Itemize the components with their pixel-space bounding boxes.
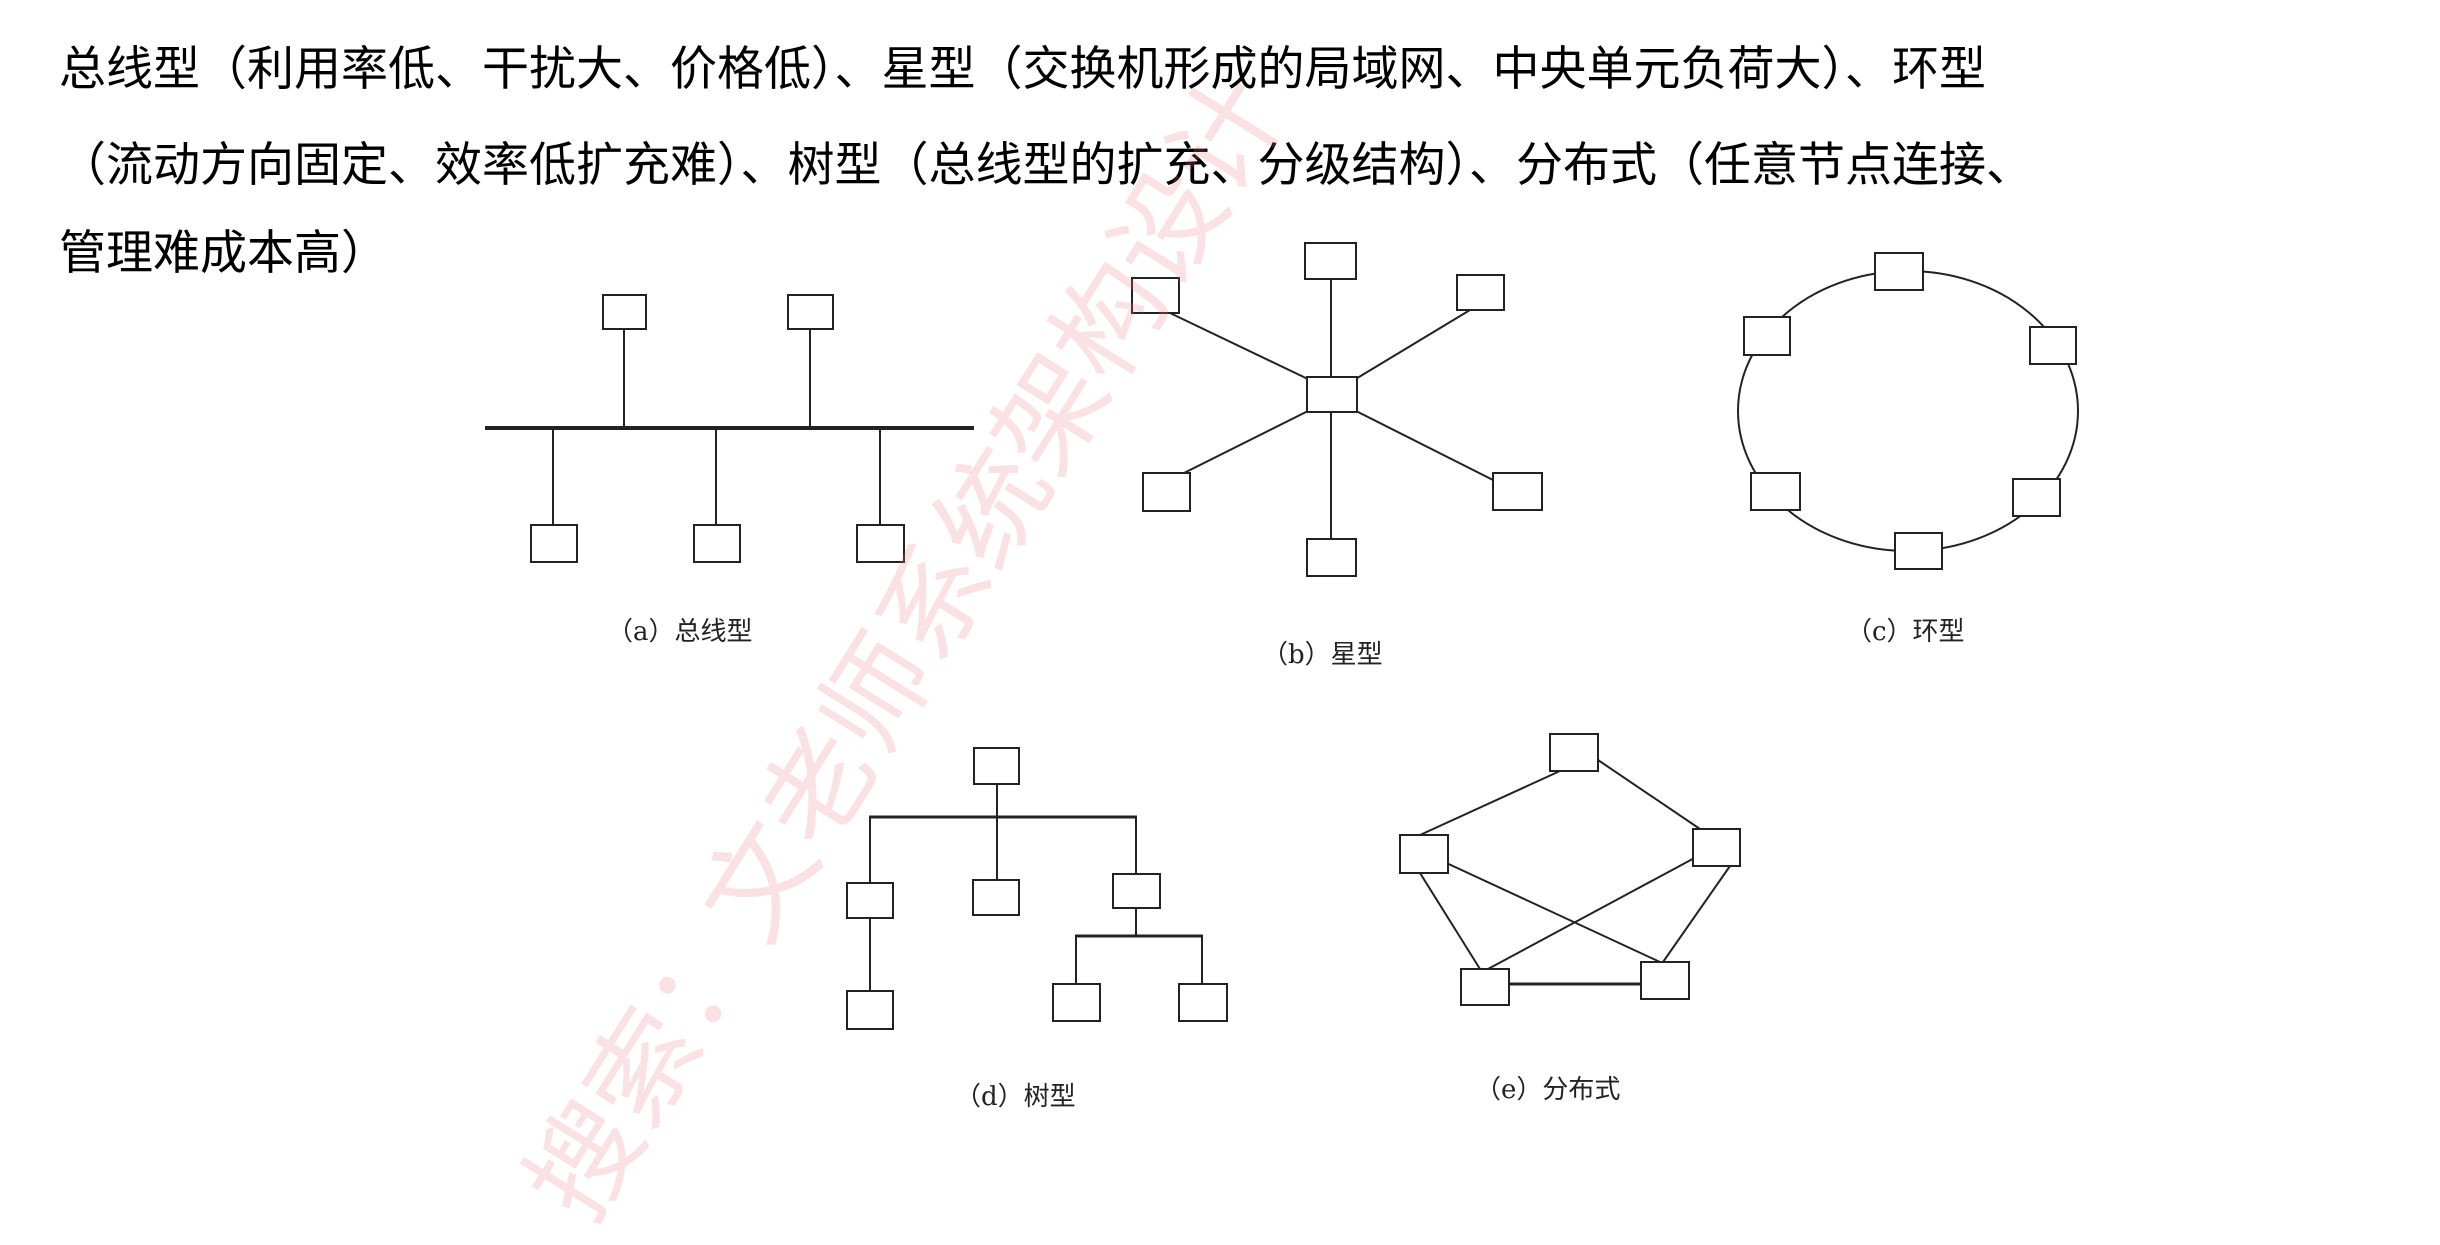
tree-topology [846, 747, 1228, 1030]
mesh-node [1692, 828, 1741, 867]
ring-node [2029, 326, 2077, 365]
star-node [1304, 242, 1357, 280]
tree-node [1112, 873, 1161, 909]
star-topology [1131, 242, 1543, 577]
star-link [1353, 409, 1494, 481]
topology-diagrams: （a）总线型 （b）星型 （c）环型 （d）树型 （e）分布式 [485, 242, 2079, 1112]
bus-node [856, 524, 905, 563]
mesh-node [1640, 961, 1690, 1000]
ring-node [2012, 478, 2061, 517]
star-link [1169, 312, 1311, 381]
bus-node [602, 294, 647, 330]
caption-star: （b）星型 [1262, 640, 1383, 670]
mesh-link [1662, 865, 1731, 963]
ring-topology [1737, 252, 2079, 570]
tree-node [846, 990, 894, 1030]
tree-node [972, 879, 1020, 916]
caption-bus: （a）总线型 [607, 617, 753, 647]
ring-node [1874, 252, 1924, 291]
bus-node [530, 524, 578, 563]
caption-ring: （c）环型 [1846, 617, 1965, 647]
mesh-link [1597, 759, 1701, 830]
tree-node [1052, 983, 1101, 1022]
mesh-link [1419, 872, 1481, 970]
tree-node [1178, 983, 1228, 1022]
bus-node [693, 524, 741, 563]
star-link [1179, 409, 1311, 476]
description-line-3: 管理难成本高） [59, 226, 388, 281]
mesh-link [1419, 770, 1561, 836]
star-node [1142, 472, 1191, 512]
description-line-2: （流动方向固定、效率低扩充难）、树型（总线型的扩充、分级结构）、分布式（任意节点… [59, 138, 2033, 193]
star-node [1456, 274, 1505, 311]
mesh-node [1399, 834, 1449, 874]
caption-tree: （d）树型 [955, 1082, 1076, 1112]
distributed-topology [1399, 733, 1741, 1006]
star-link [1353, 309, 1471, 381]
star-node [1131, 277, 1180, 314]
star-node [1492, 472, 1543, 511]
mesh-node [1549, 733, 1599, 772]
star-hub [1306, 376, 1358, 413]
star-node [1306, 538, 1357, 577]
ring-node [1743, 316, 1791, 356]
tree-node [846, 882, 894, 919]
mesh-link [1439, 859, 1661, 963]
bus-topology [485, 294, 974, 563]
mesh-node [1460, 968, 1510, 1006]
ring-node [1894, 532, 1943, 570]
bus-node [787, 294, 834, 330]
tree-root-node [973, 747, 1020, 785]
mesh-link [1487, 854, 1701, 970]
ring-node [1750, 472, 1801, 511]
description-line-1: 总线型（利用率低、干扰大、价格低）、星型（交换机形成的局域网、中央单元负荷大）、… [59, 42, 1986, 97]
caption-distributed: （e）分布式 [1475, 1075, 1620, 1105]
